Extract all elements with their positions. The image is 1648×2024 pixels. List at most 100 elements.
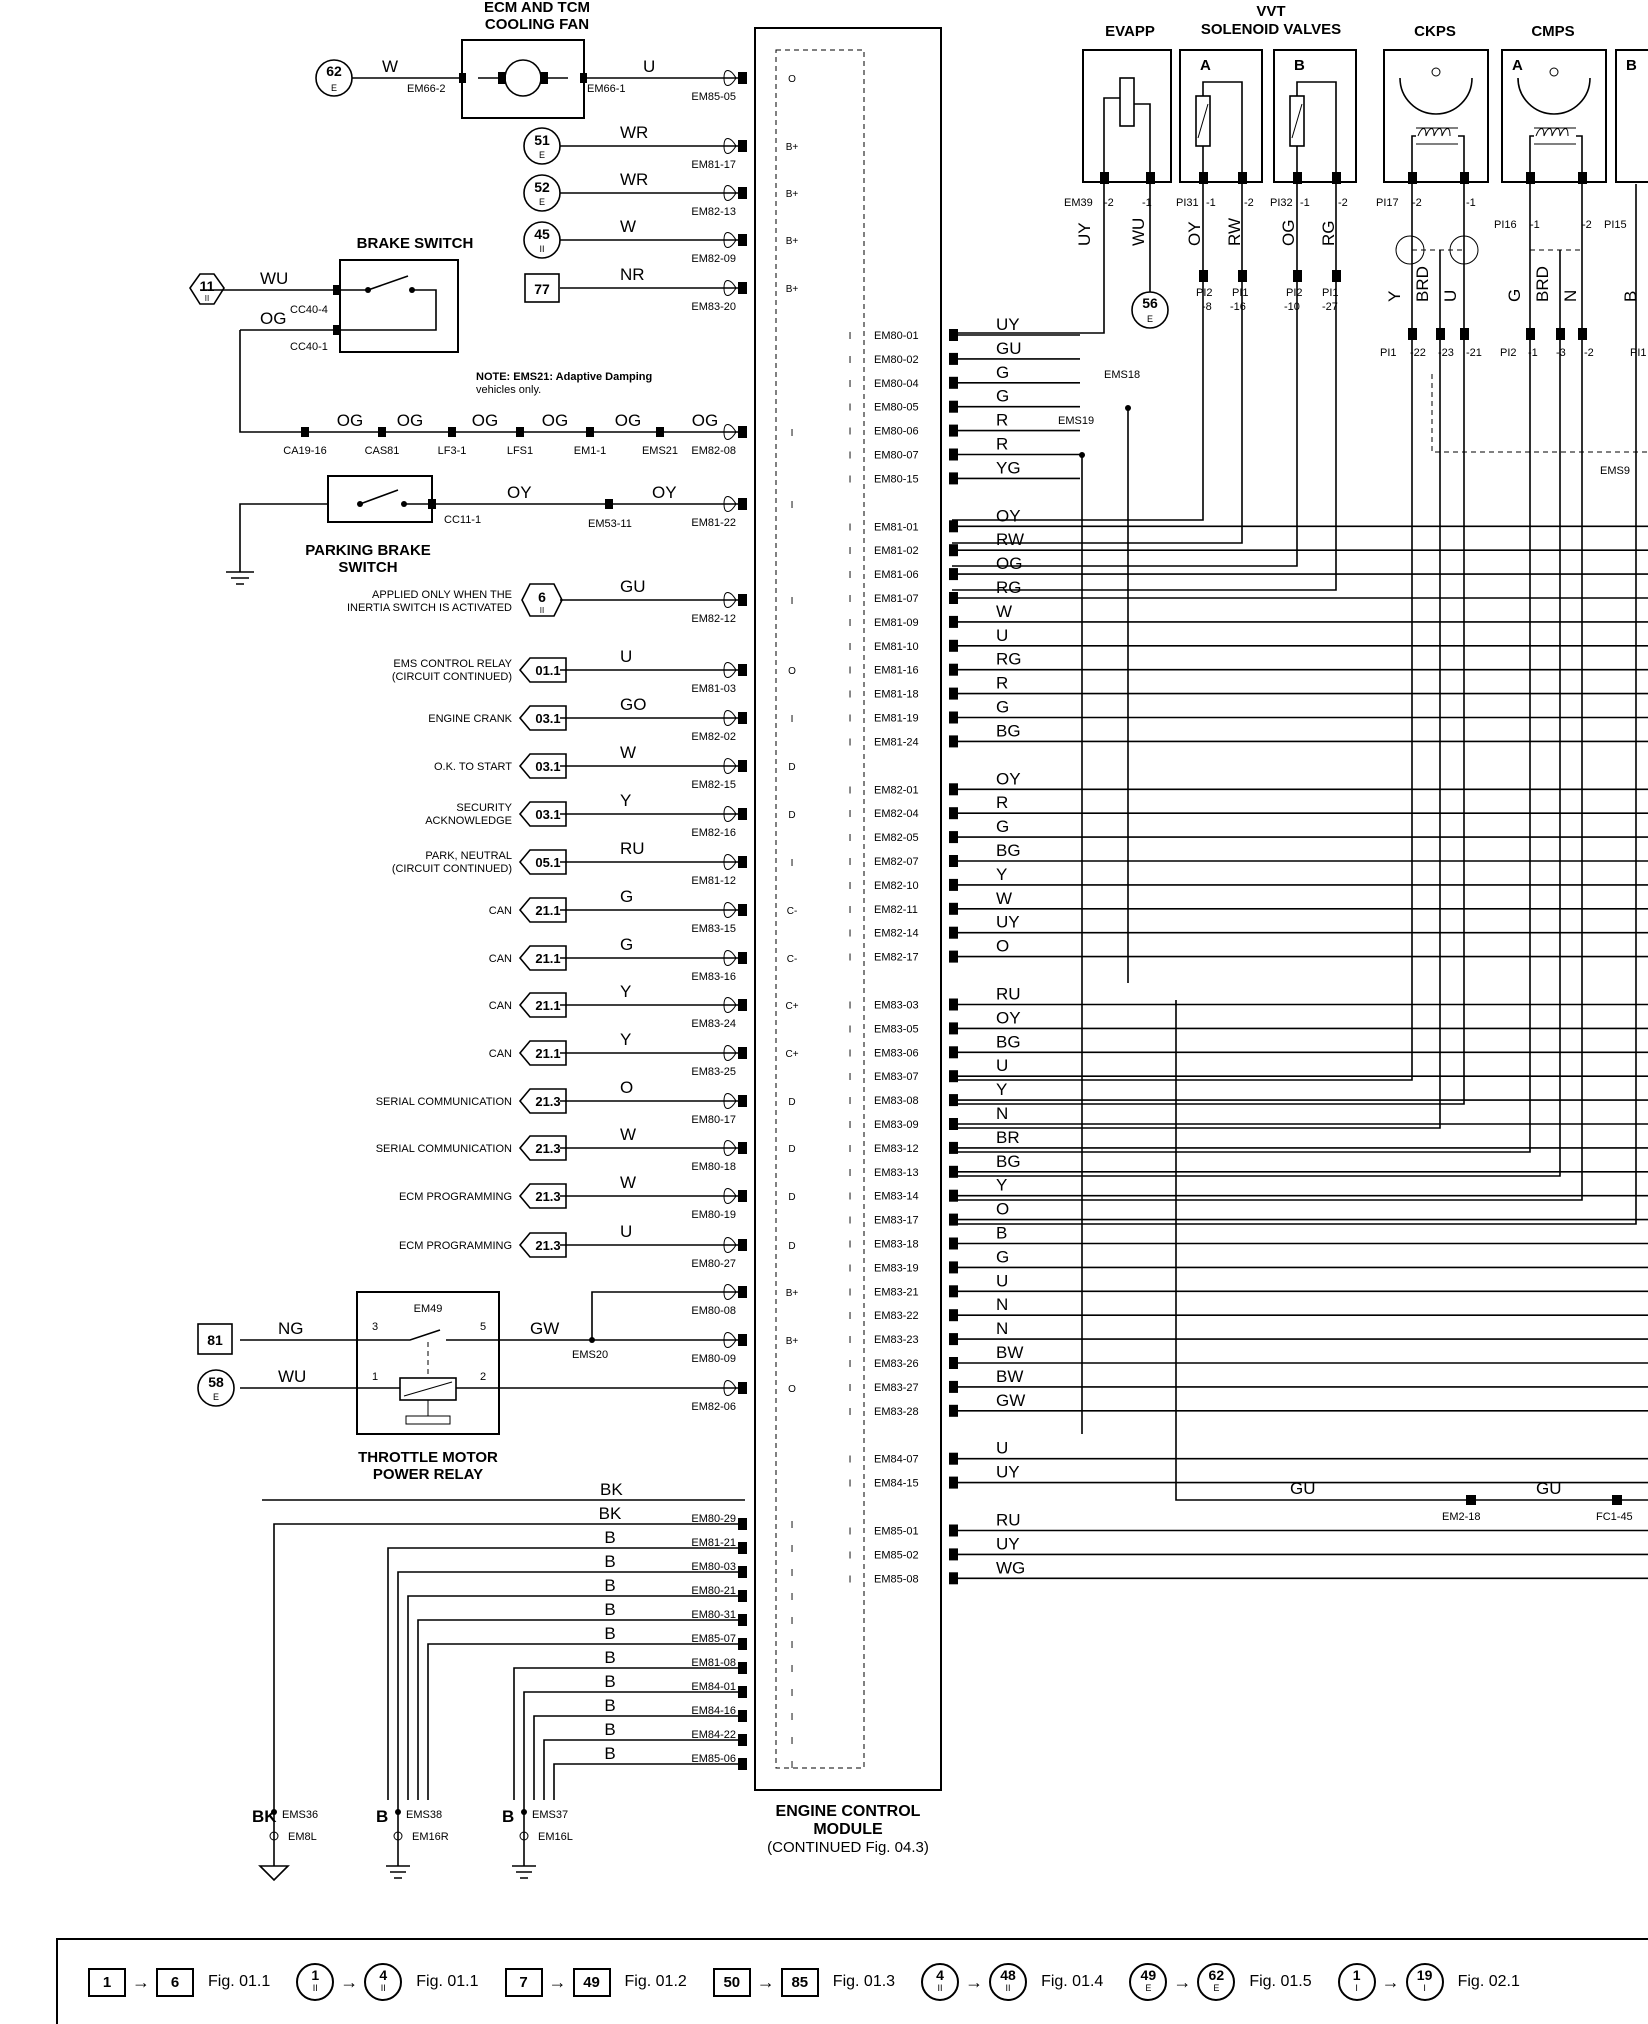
svg-text:WU: WU (260, 269, 288, 288)
og-wire-color: OG (692, 411, 718, 430)
svg-text:EM83-19: EM83-19 (874, 1262, 919, 1274)
svg-text:EM81-19: EM81-19 (874, 713, 919, 725)
svg-text:U: U (1441, 290, 1460, 302)
svg-text:-23: -23 (1438, 347, 1454, 359)
right-wire-color: BG (996, 721, 1021, 740)
svg-text:21.1: 21.1 (535, 951, 560, 966)
pin-terminal (738, 712, 747, 724)
svg-text:I: I (849, 1359, 852, 1370)
wire-color: W (620, 743, 636, 762)
source-flag (518, 1232, 567, 1258)
relay-source-box (197, 1323, 233, 1355)
svg-text:I: I (849, 1407, 852, 1418)
svg-text:OY: OY (1185, 221, 1204, 246)
svg-text:EM83-28: EM83-28 (874, 1406, 919, 1418)
svg-text:58: 58 (208, 1374, 224, 1390)
source-flag (518, 753, 567, 779)
source-flag (518, 705, 567, 731)
pin-symbol: C- (787, 954, 798, 965)
svg-text:EM81-09: EM81-09 (874, 617, 919, 629)
brake-source-hex (189, 273, 225, 305)
svg-text:EM84-07: EM84-07 (874, 1454, 919, 1466)
svg-text:EM81-06: EM81-06 (874, 569, 919, 581)
svg-text:PARKING BRAKE: PARKING BRAKE (305, 542, 431, 559)
svg-text:EM81-10: EM81-10 (874, 641, 919, 653)
pin-symbol: C+ (785, 1001, 798, 1012)
svg-text:B: B (604, 1600, 615, 1619)
throttle-relay: EM49 3 5 1 2 EMS20 81 58 E NG WU GW THRO… (197, 1291, 745, 1483)
svg-text:EM85-08: EM85-08 (874, 1573, 919, 1585)
svg-text:CAN: CAN (489, 905, 512, 917)
pin-label: EM80-09 (691, 1353, 736, 1365)
svg-text:RG: RG (1319, 221, 1338, 247)
right-wire-color: O (996, 937, 1009, 956)
og-connector-label: CA19-16 (283, 445, 326, 457)
svg-text:I: I (849, 881, 852, 892)
svg-text:EMS19: EMS19 (1058, 415, 1094, 427)
svg-text:EM83-23: EM83-23 (874, 1334, 919, 1346)
svg-text:ECM PROGRAMMING: ECM PROGRAMMING (399, 1191, 512, 1203)
svg-text:EM83-18: EM83-18 (874, 1239, 919, 1251)
svg-text:PI1: PI1 (1380, 347, 1397, 359)
svg-text:I: I (791, 1568, 794, 1579)
svg-text:EM82-14: EM82-14 (874, 928, 919, 940)
cooling-fan: ECM AND TCM COOLING FAN 62 E W U EM66-2 … (315, 0, 745, 119)
right-wire-color: OY (996, 506, 1021, 525)
pin-label: EM82-09 (691, 253, 736, 265)
svg-text:I: I (849, 809, 852, 820)
svg-text:II: II (205, 294, 209, 303)
svg-text:GW: GW (530, 1319, 559, 1338)
pin-label: EM83-24 (691, 1018, 736, 1030)
svg-text:EM80-21: EM80-21 (691, 1585, 736, 1597)
svg-text:-3: -3 (1556, 347, 1566, 359)
relay-source-circle (197, 1369, 235, 1407)
svg-text:03.1: 03.1 (535, 759, 560, 774)
svg-text:I: I (849, 1072, 852, 1083)
svg-text:PI32: PI32 (1270, 197, 1293, 209)
ecm-title-1: ENGINE CONTROL (776, 1803, 921, 1820)
svg-text:EM83-03: EM83-03 (874, 1000, 919, 1012)
svg-text:I: I (849, 953, 852, 964)
svg-text:THROTTLE MOTOR: THROTTLE MOTOR (358, 1449, 498, 1466)
svg-text:03.1: 03.1 (535, 711, 560, 726)
svg-text:I: I (849, 929, 852, 940)
svg-text:I: I (849, 570, 852, 581)
svg-text:-21: -21 (1466, 347, 1482, 359)
svg-text:PI2: PI2 (1196, 287, 1213, 299)
svg-text:(CIRCUIT CONTINUED): (CIRCUIT CONTINUED) (392, 863, 512, 875)
svg-text:E: E (539, 150, 545, 160)
svg-text:BRD: BRD (1533, 266, 1552, 302)
svg-text:I: I (849, 666, 852, 677)
svg-text:EM83-14: EM83-14 (874, 1191, 919, 1203)
svg-text:A: A (1200, 57, 1211, 74)
pin-terminal (738, 1239, 747, 1251)
svg-text:EM81-21: EM81-21 (691, 1537, 736, 1549)
svg-text:BK: BK (252, 1807, 277, 1826)
right-wire-color: R (996, 674, 1008, 693)
svg-text:PARK, NEUTRAL: PARK, NEUTRAL (425, 850, 512, 862)
right-wire-color: R (996, 435, 1008, 454)
source-flag (518, 849, 567, 875)
svg-text:EM16R: EM16R (412, 1831, 449, 1843)
right-wire-color: U (996, 1271, 1008, 1290)
svg-text:I: I (849, 1240, 852, 1251)
